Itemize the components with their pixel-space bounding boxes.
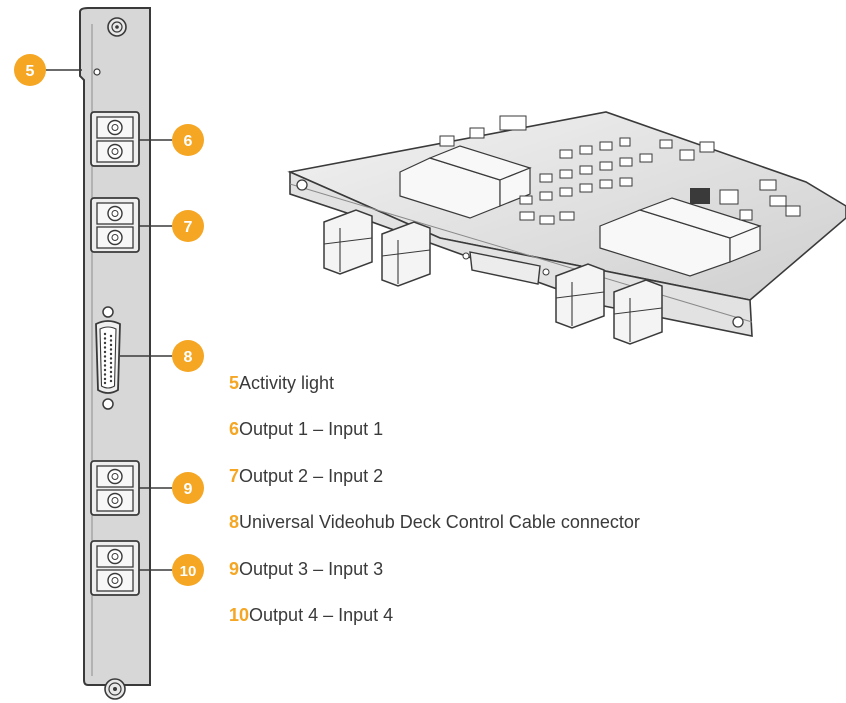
callout-legend: 5 Activity light 6 Output 1 – Input 1 7 … <box>229 366 640 645</box>
card-fiber-connector-c-icon <box>555 263 605 329</box>
fiber-connector-4-icon <box>90 540 140 596</box>
svg-text:6: 6 <box>184 133 193 150</box>
legend-label: Output 2 – Input 2 <box>239 465 384 486</box>
bottom-screw-icon <box>104 678 126 700</box>
svg-text:5: 5 <box>26 63 35 80</box>
callout-badge-9: 9 <box>172 472 204 504</box>
callout-badge-8: 8 <box>172 340 204 372</box>
card-db25-connector-icon <box>462 251 550 285</box>
card-fiber-connector-a-icon <box>323 209 373 275</box>
leader-lines <box>46 69 172 571</box>
activity-led-icon <box>93 68 101 76</box>
deck-control-connector-icon <box>95 306 121 410</box>
legend-number: 8 <box>229 512 240 532</box>
top-screw-icon <box>107 17 127 37</box>
fiber-connector-2-icon <box>90 197 140 253</box>
fiber-connector-3-icon <box>90 460 140 516</box>
callout-badge-5: 5 <box>14 54 46 86</box>
legend-label: Activity light <box>239 372 335 393</box>
legend-item-7: 7 Output 2 – Input 2 <box>229 459 640 493</box>
front-panel <box>79 7 151 700</box>
legend-item-10: 10 Output 4 – Input 4 <box>229 599 640 633</box>
svg-text:7: 7 <box>184 219 193 236</box>
card-illustration <box>287 111 846 345</box>
legend-number: 5 <box>229 372 240 393</box>
legend-number: 6 <box>229 419 240 439</box>
card-fiber-connector-b-icon <box>381 221 431 287</box>
legend-label: Output 4 – Input 4 <box>249 605 394 625</box>
legend-item-8: 8 Universal Videohub Deck Control Cable … <box>229 506 640 540</box>
svg-text:10: 10 <box>180 563 197 580</box>
callout-badge-10: 10 <box>172 554 204 586</box>
card-fiber-connector-d-icon <box>613 279 663 345</box>
legend-item-9: 9 Output 3 – Input 3 <box>229 552 640 586</box>
callout-badge-7: 7 <box>172 210 204 242</box>
legend-number: 7 <box>229 465 240 486</box>
legend-number: 10 <box>229 605 250 625</box>
legend-label: Universal Videohub Deck Control Cable co… <box>239 512 640 532</box>
legend-item-5: 5 Activity light <box>229 366 640 400</box>
callout-badge-6: 6 <box>172 124 204 156</box>
svg-text:8: 8 <box>184 349 193 366</box>
legend-label: Output 3 – Input 3 <box>239 558 384 579</box>
legend-number: 9 <box>229 558 240 579</box>
legend-label: Output 1 – Input 1 <box>239 419 384 439</box>
legend-item-6: 6 Output 1 – Input 1 <box>229 413 640 447</box>
fiber-connector-1-icon <box>90 111 140 167</box>
svg-text:9: 9 <box>184 481 193 498</box>
